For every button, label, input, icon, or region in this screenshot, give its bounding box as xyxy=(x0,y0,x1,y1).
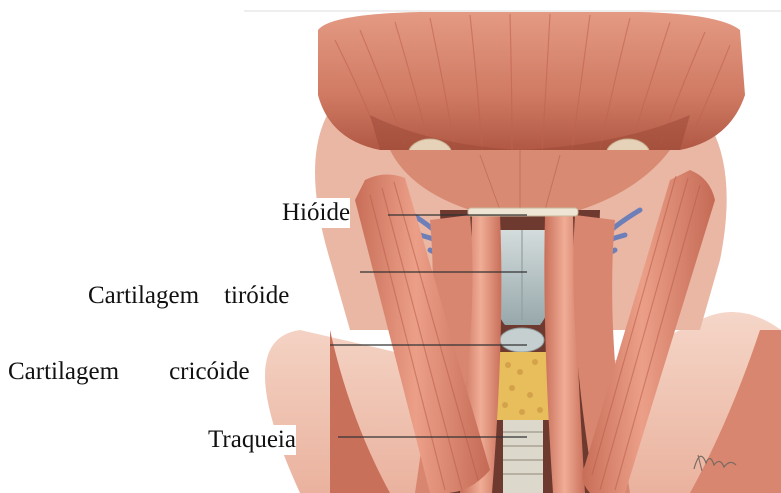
label-trachea: Traqueia xyxy=(208,425,296,455)
label-thyroid-cartilage: Cartilagem tiróide xyxy=(88,281,289,311)
label-cricoid-cartilage: Cartilagem cricóide xyxy=(8,357,250,387)
label-hyoid: Hióide xyxy=(282,198,350,228)
artist-signature-icon xyxy=(690,443,740,475)
